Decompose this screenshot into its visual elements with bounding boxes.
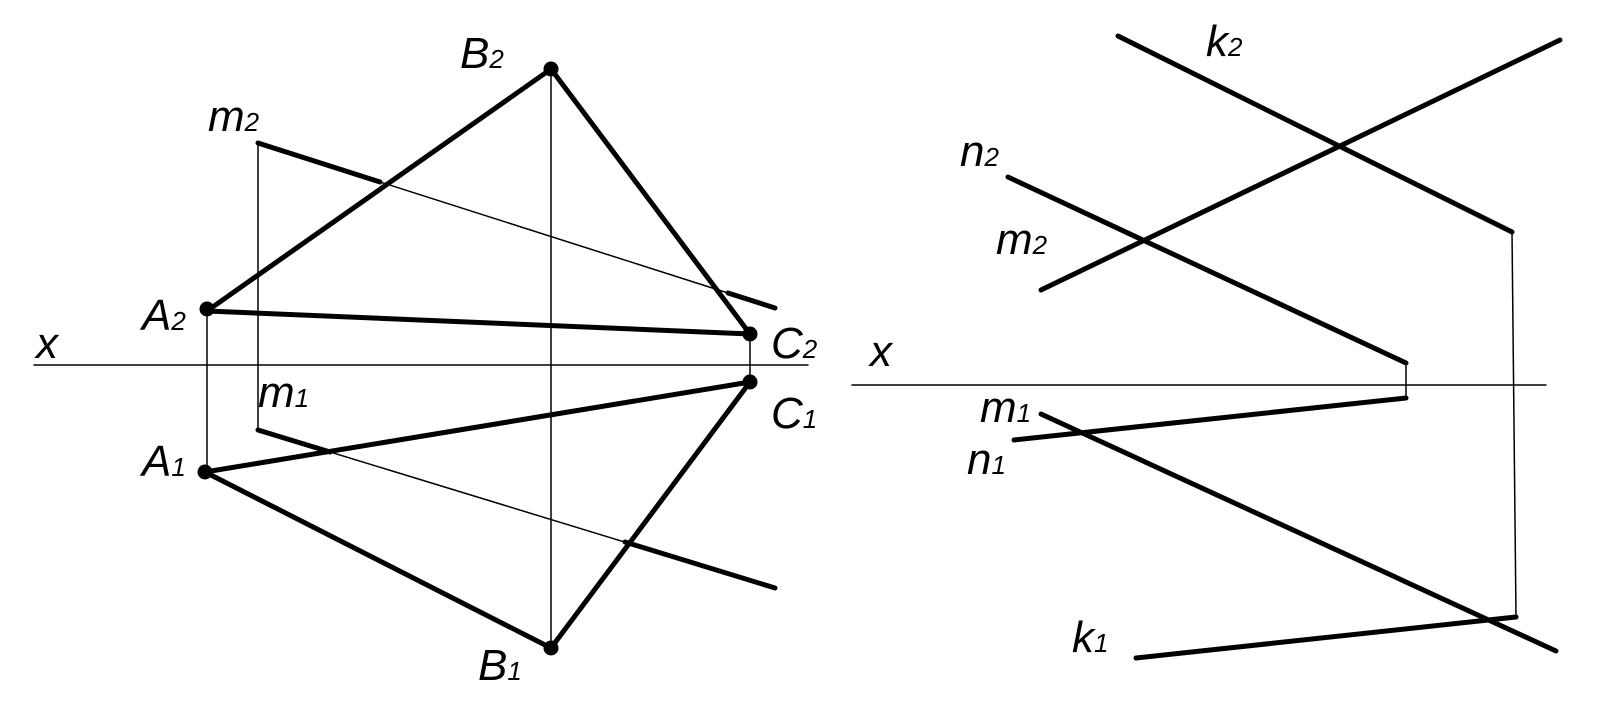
k2-line bbox=[1115, 33, 1515, 235]
label-k1: k1 bbox=[1072, 613, 1108, 662]
triangle-front-projection bbox=[204, 66, 753, 337]
label-right-m2: m2 bbox=[996, 215, 1048, 264]
right-drawing bbox=[851, 33, 1563, 661]
label-b2: B2 bbox=[460, 29, 504, 78]
point-c2 bbox=[742, 326, 758, 342]
point-a1 bbox=[197, 464, 213, 480]
point-b1 bbox=[543, 640, 559, 656]
label-k2: k2 bbox=[1206, 17, 1243, 66]
right-axis-label: x bbox=[868, 327, 894, 376]
label-right-m1: m1 bbox=[980, 383, 1031, 432]
point-b2 bbox=[543, 61, 559, 77]
n2-line bbox=[1005, 174, 1409, 366]
m2-line-thick-a bbox=[255, 140, 383, 185]
label-a2: A2 bbox=[139, 291, 186, 340]
point-c1 bbox=[742, 374, 758, 390]
label-n1: n1 bbox=[967, 435, 1006, 484]
right-link-k bbox=[1511, 231, 1517, 618]
right-labels: x k2 n2 m2 m1 n1 k1 bbox=[868, 17, 1243, 662]
left-axis-label: x bbox=[34, 319, 60, 368]
triangle-top-projection bbox=[202, 379, 753, 651]
m2-line-thick-b bbox=[725, 290, 778, 311]
left-drawing bbox=[33, 66, 809, 651]
m1-line-thick-b bbox=[622, 539, 778, 591]
n1-line bbox=[1011, 395, 1409, 443]
left-labels: x B2 m2 A2 C2 m1 C1 A1 B1 bbox=[34, 29, 818, 690]
point-a2 bbox=[199, 301, 215, 317]
label-m2: m2 bbox=[208, 92, 260, 141]
label-c1: C1 bbox=[771, 389, 817, 438]
right-m1-line bbox=[1038, 411, 1559, 654]
left-points bbox=[197, 61, 758, 656]
right-m2-line bbox=[1038, 37, 1563, 293]
label-b1: B1 bbox=[478, 641, 522, 690]
label-a1: A1 bbox=[139, 437, 186, 486]
k1-line bbox=[1133, 614, 1519, 661]
label-n2: n2 bbox=[960, 127, 999, 176]
label-c2: C2 bbox=[771, 319, 818, 368]
label-m1: m1 bbox=[258, 368, 309, 417]
m1-line-thick-a bbox=[255, 427, 333, 455]
